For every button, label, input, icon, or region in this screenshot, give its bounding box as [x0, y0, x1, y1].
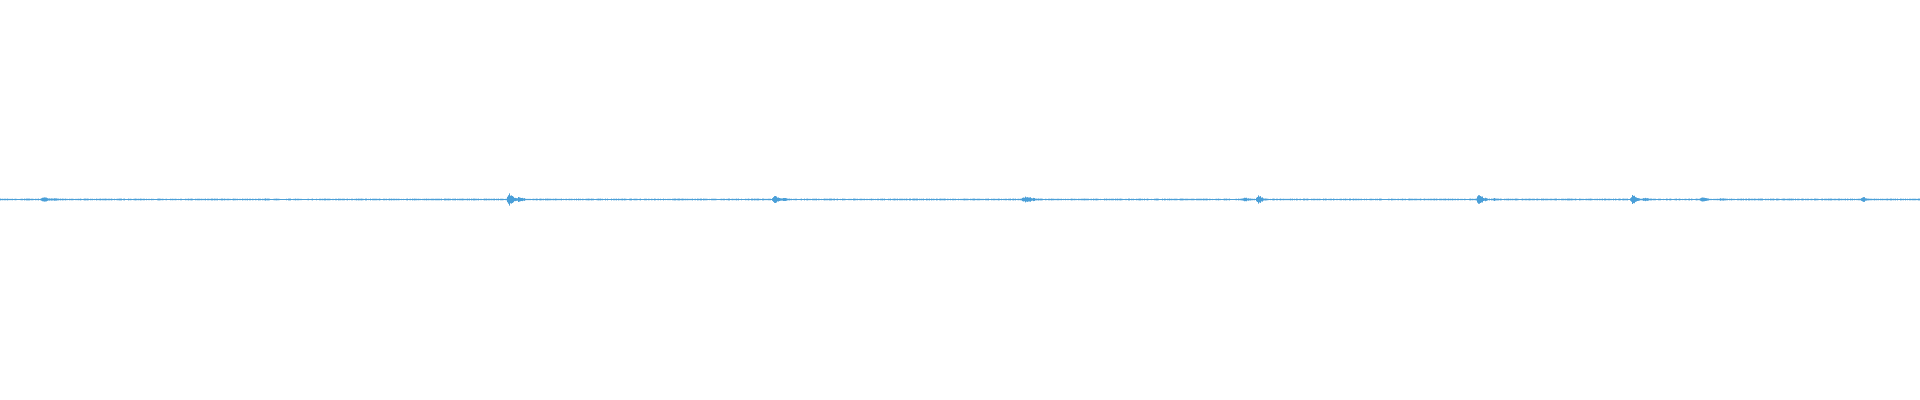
waveform-signal [0, 193, 1920, 206]
